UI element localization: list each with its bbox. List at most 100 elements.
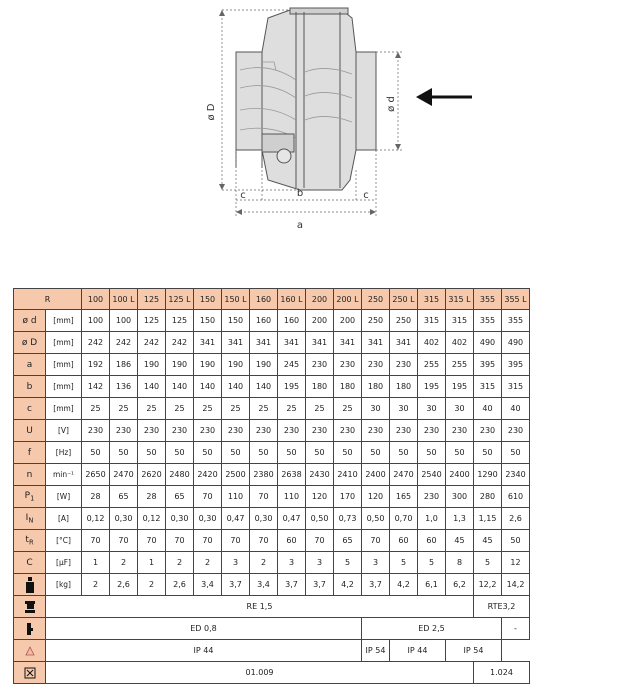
table-cell: 3 [221,551,250,574]
table-cell: 120 [305,485,334,508]
table-cell: 2650 [81,463,110,486]
table-cell: 30 [361,397,390,420]
dim-label-a: a [297,220,303,231]
model-header: 315 L [445,288,474,310]
table-cell: IP 44 [45,639,362,662]
table-cell: 25 [277,397,306,420]
table-cell: 3,7 [361,573,390,596]
dim-label-b: b [297,188,303,199]
table-cell: 12 [501,551,530,574]
table-cell: 25 [333,397,362,420]
dimension-arrows [219,10,401,215]
table-cell: 28 [137,485,166,508]
table-cell: 315 [445,309,474,332]
row-label: ø d [13,309,46,332]
table-cell: 2410 [333,463,362,486]
row-label-text: a [26,359,33,370]
table-cell: 125 [137,309,166,332]
table-cell: 242 [137,331,166,354]
table-cell: 2380 [249,463,278,486]
table-cell: 3,7 [221,573,250,596]
table-cell: 2540 [417,463,446,486]
row-unit: [mm] [45,397,82,420]
table-cell: 160 [277,309,306,332]
table-cell: 40 [473,397,502,420]
table-cell: 50 [221,441,250,464]
row-unit: [V] [45,419,82,442]
table-cell: 300 [445,485,474,508]
table-cell: 250 [361,309,390,332]
table-cell: 120 [361,485,390,508]
table-cell: 315 [501,375,530,398]
table-cell: 2470 [389,463,418,486]
table-cell: 610 [501,485,530,508]
table-cell: 402 [417,331,446,354]
table-cell: 50 [361,441,390,464]
row-label-text: I [25,512,29,523]
row-unit: [A] [45,507,82,530]
table-cell: 12,2 [473,573,502,596]
table-cell: 50 [165,441,194,464]
table-cell: 190 [249,353,278,376]
table-cell: 230 [193,419,222,442]
table-cell: 50 [249,441,278,464]
table-cell: 0,47 [277,507,306,530]
table-cell: 230 [137,419,166,442]
table-cell: 195 [277,375,306,398]
dimension-lines [221,9,402,216]
warning-icon [24,645,35,655]
row-label: b [13,375,46,398]
table-cell: 25 [137,397,166,420]
table-cell: 230 [361,419,390,442]
table-cell: 242 [165,331,194,354]
table-cell: 230 [501,419,530,442]
table-cell: 242 [81,331,110,354]
table-cell: 50 [333,441,362,464]
table-cell: 341 [277,331,306,354]
table-cell: 190 [165,353,194,376]
table-cell: ED 0,8 [45,617,362,640]
table-cell: 6,2 [445,573,474,596]
table-cell: 70 [361,529,390,552]
table-cell: 395 [473,353,502,376]
dim-label-d: ø d [386,96,397,112]
table-cell: 230 [473,419,502,442]
model-header: 200 L [333,288,362,310]
row-unit: [Hz] [45,441,82,464]
row-label [13,573,46,596]
row-label-text: P [24,490,31,501]
table-cell: 355 [501,309,530,332]
table-cell: 40 [501,397,530,420]
table-cell: 0,70 [389,507,418,530]
table-cell: 341 [193,331,222,354]
table-cell: 2340 [501,463,530,486]
row-label: a [13,353,46,376]
table-cell: 2 [249,551,278,574]
table-cell: 0,30 [165,507,194,530]
table-cell: 70 [221,529,250,552]
table-cell: 150 [221,309,250,332]
fan-body [235,7,377,191]
table-cell: 5 [389,551,418,574]
table-cell: 6,1 [417,573,446,596]
table-cell: 192 [81,353,110,376]
table-cell: 136 [109,375,138,398]
table-cell: 0,12 [81,507,110,530]
table-cell: 25 [109,397,138,420]
row-label-text: n [26,469,33,480]
table-cell: 14,2 [501,573,530,596]
table-cell: 3,7 [277,573,306,596]
dim-label-c-left: c [240,190,246,201]
table-cell: 341 [221,331,250,354]
row-label: c [13,397,46,420]
table-cell: 341 [389,331,418,354]
table-cell: 25 [221,397,250,420]
table-cell: 242 [109,331,138,354]
table-cell: 190 [137,353,166,376]
